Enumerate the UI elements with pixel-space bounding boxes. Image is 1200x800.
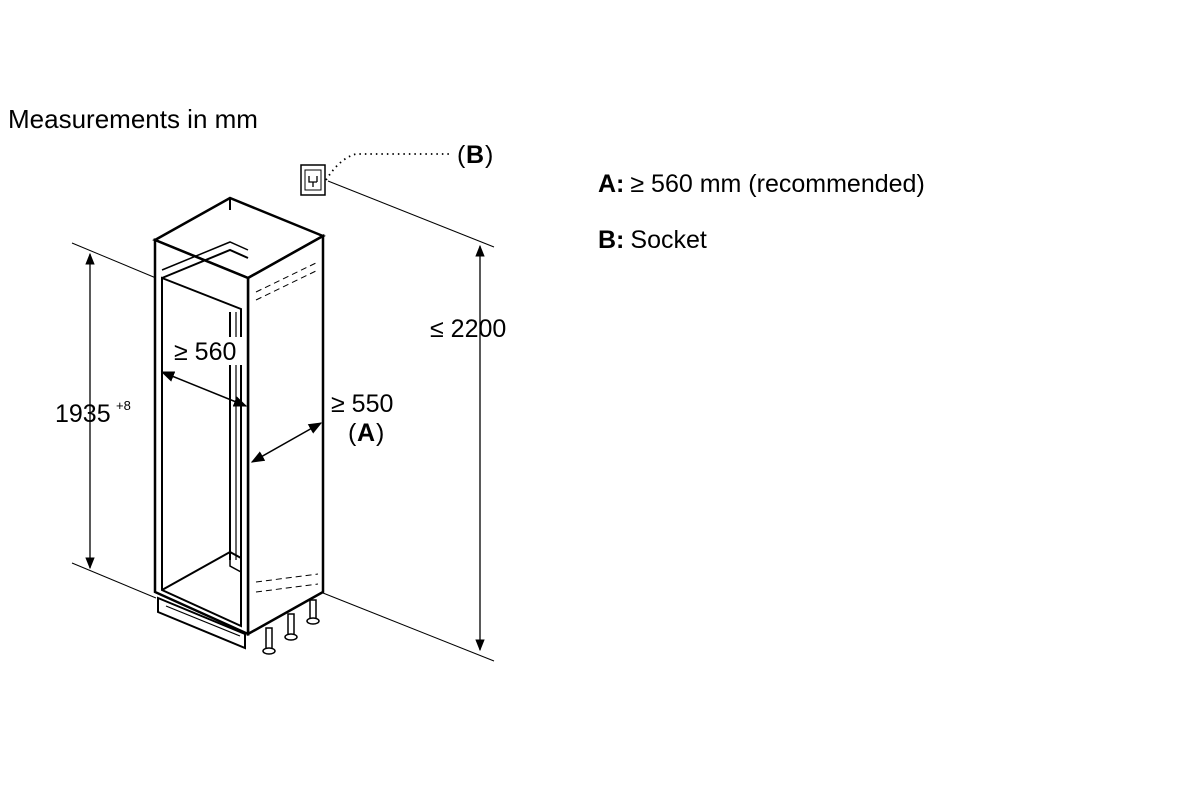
legend-item-a: A:≥ 560 mm (recommended) [598, 170, 925, 199]
niche-extension-bottom [71, 562, 157, 599]
niche-depth-label: ≥ 550 [331, 390, 393, 418]
socket-label-letter: B [466, 141, 484, 169]
socket-label-open: ( [457, 141, 466, 169]
diagram-title: Measurements in mm [8, 104, 258, 134]
niche-depth-dimension [250, 422, 323, 463]
extension-line-bottom [322, 592, 495, 662]
legend-key-a: A: [598, 170, 625, 198]
niche-extension-top [71, 242, 157, 279]
max-height-label: ≤ 2200 [430, 315, 506, 343]
legend-text-a: ≥ 560 mm (recommended) [630, 170, 925, 198]
niche-depth-letter: A [357, 419, 375, 447]
niche-depth-close: ) [376, 419, 384, 447]
niche-width-dimension [160, 371, 248, 407]
niche-height-label: 1935 [55, 400, 111, 428]
socket-icon [300, 164, 326, 196]
legend-item-b: B:Socket [598, 226, 707, 255]
socket-leader [325, 153, 452, 181]
niche-height-tolerance: +8 [116, 398, 131, 413]
niche-depth-open: ( [348, 419, 357, 447]
extension-line-top [327, 180, 495, 248]
socket-label-close: ) [485, 141, 493, 169]
niche-width-label: ≥ 560 [174, 338, 236, 366]
legend-key-b: B: [598, 226, 625, 254]
cabinet [152, 196, 326, 655]
legend-text-b: Socket [630, 226, 707, 254]
